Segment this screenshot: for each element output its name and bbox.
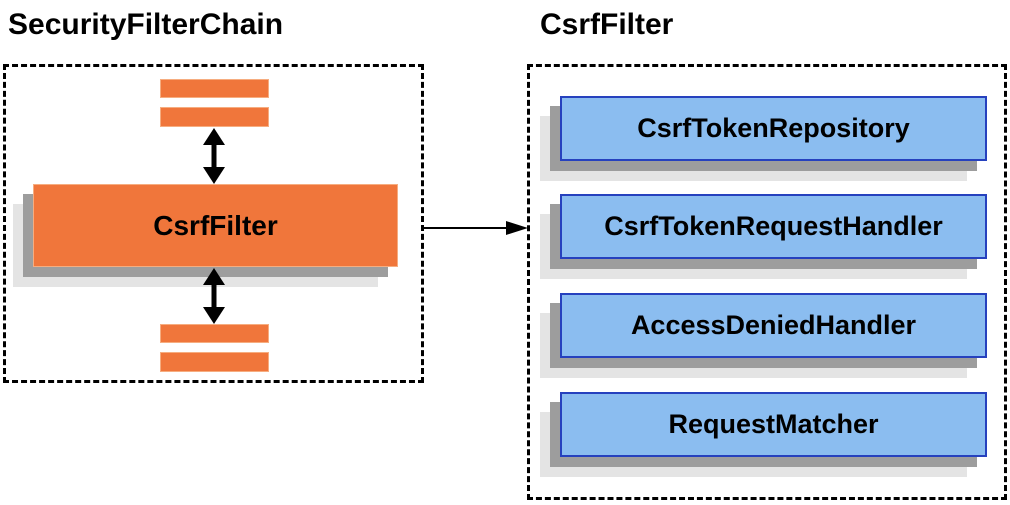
component-box-request-matcher: RequestMatcher — [560, 392, 987, 457]
security-filter-chain-container — [3, 64, 424, 383]
filter-placeholder-bar-top-1 — [160, 79, 269, 98]
csrf-filter-box: CsrfFilter — [33, 184, 398, 267]
filter-placeholder-bar-bottom-2 — [160, 352, 269, 372]
component-box-csrf-token-request-handler: CsrfTokenRequestHandler — [560, 194, 987, 259]
double-arrow-icon — [203, 268, 225, 324]
component-box-access-denied-handler: AccessDeniedHandler — [560, 293, 987, 358]
component-label: RequestMatcher — [668, 409, 879, 439]
component-label: CsrfTokenRequestHandler — [604, 211, 943, 241]
security-filter-chain-title: SecurityFilterChain — [8, 8, 284, 41]
filter-placeholder-bar-top-2 — [160, 107, 269, 127]
component-box-csrf-token-repository: CsrfTokenRepository — [560, 96, 987, 161]
flow-arrow-icon — [424, 221, 528, 235]
double-arrow-icon — [203, 128, 225, 184]
component-label: AccessDeniedHandler — [630, 310, 917, 340]
component-label: CsrfTokenRepository — [637, 113, 910, 143]
csrf-filter-title: CsrfFilter — [540, 8, 674, 41]
csrf-filter-box-label: CsrfFilter — [153, 209, 278, 241]
filter-placeholder-bar-bottom-1 — [160, 324, 269, 343]
csrf-filter-container — [527, 64, 1007, 500]
